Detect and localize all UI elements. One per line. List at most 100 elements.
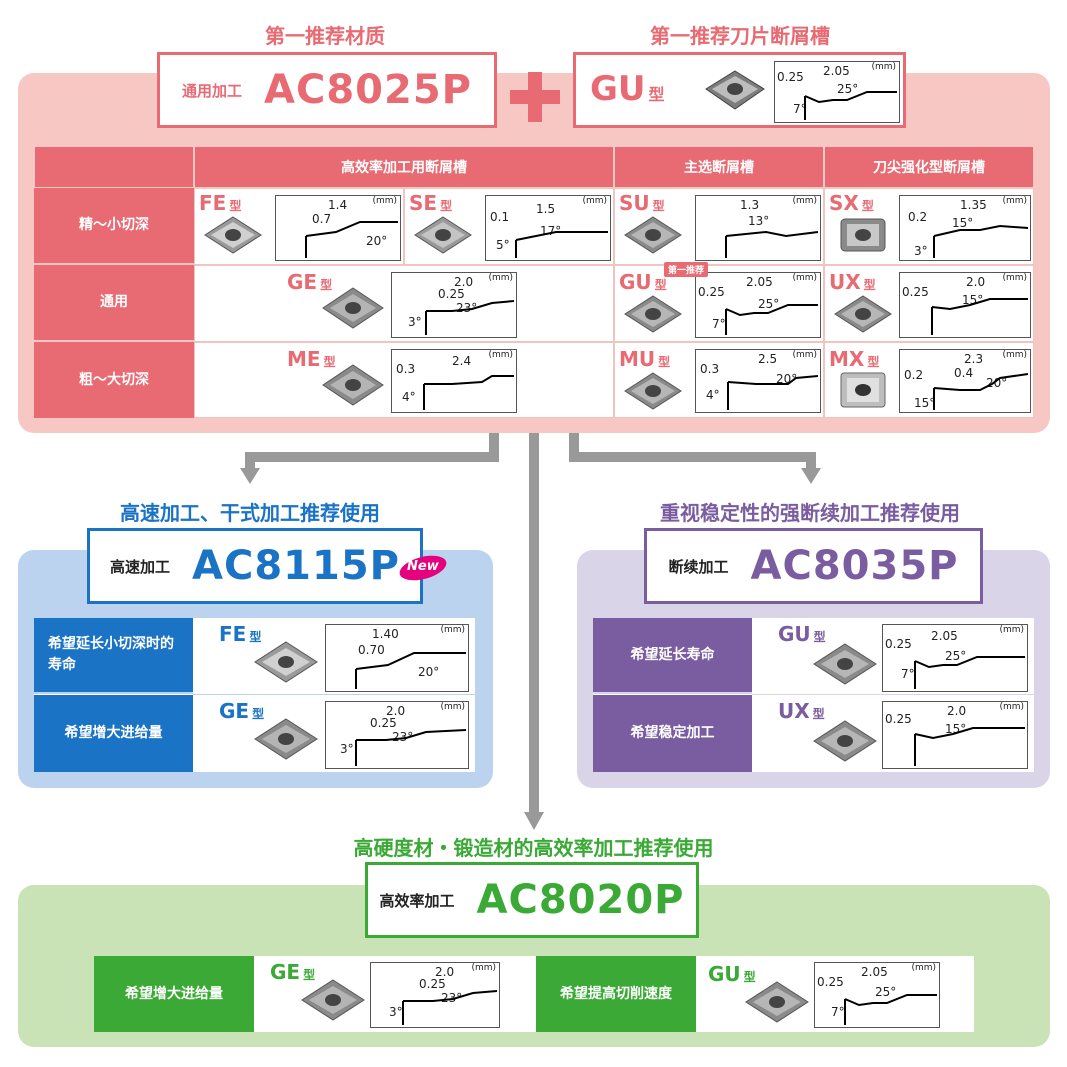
material-ac8025p-box: 通用加工 AC8025P	[157, 52, 497, 128]
blue-row-label-1: 希望延长小切深时的寿命	[34, 618, 193, 694]
material-code: AC8115P	[192, 543, 400, 589]
insert-icon	[745, 981, 809, 1023]
row-label-finish: 精～小切深	[34, 188, 194, 265]
insert-icon	[705, 70, 765, 110]
insert-icon	[813, 643, 877, 685]
blue-ge-profile: (mm) 2.0 0.25 23° 3°	[325, 701, 469, 769]
purple-row-label-1: 希望延长寿命	[593, 618, 752, 694]
row-label-general: 通用	[34, 265, 194, 342]
material-label: 通用加工	[182, 81, 243, 100]
green-row-label-1: 希望增大进给量	[94, 956, 254, 1032]
header-high-efficiency: 高效率加工用断屑槽	[194, 146, 614, 188]
insert-icon	[254, 641, 318, 683]
green-row-label-2: 希望提高切削速度	[536, 956, 696, 1032]
material-code: AC8025P	[264, 67, 472, 113]
first-recommend-badge: 第一推荐	[664, 262, 709, 277]
material-label: 高效率加工	[379, 891, 455, 910]
material-code: AC8020P	[476, 877, 685, 923]
table-corner	[34, 146, 194, 188]
insert-icon	[813, 720, 877, 762]
purple-gu-profile: (mm) 0.25 2.05 25° 7°	[882, 624, 1028, 692]
row-label-rough: 粗～大切深	[34, 342, 194, 418]
interrupted-heading: 重视稳定性的强断续加工推荐使用	[660, 501, 960, 525]
green-ge-profile: (mm) 2.0 0.25 23° 3°	[370, 962, 500, 1028]
material-label: 高速加工	[110, 557, 171, 576]
insert-icon	[624, 372, 682, 410]
insert-icon	[414, 216, 472, 254]
ge-profile: (mm) 2.0 0.25 23° 3°	[391, 272, 517, 338]
plus-icon	[510, 72, 560, 122]
blue-row-label-2: 希望增大进给量	[34, 695, 193, 772]
su-profile: (mm) 1.3 13°	[695, 195, 821, 261]
first-breaker-heading: 第一推荐刀片断屑槽	[650, 24, 830, 48]
insert-icon	[322, 364, 384, 406]
me-profile: (mm) 0.3 2.4 4°	[391, 349, 517, 413]
insert-icon	[624, 295, 682, 333]
gu-profile: (mm) 0.25 2.05 25° 7°	[695, 272, 821, 338]
purple-row-label-2: 希望稳定加工	[593, 695, 752, 772]
insert-icon	[624, 216, 682, 254]
material-label: 断续加工	[668, 557, 729, 576]
insert-icon	[834, 295, 892, 333]
insert-icon	[322, 287, 384, 329]
blue-fe-profile: (mm) 1.40 0.70 20°	[325, 624, 469, 692]
insert-icon	[840, 372, 886, 408]
insert-icon	[840, 218, 886, 252]
header-edge-strengthened: 刀尖强化型断屑槽	[824, 146, 1034, 188]
insert-icon	[301, 979, 365, 1021]
purple-ux-profile: (mm) 0.25 2.0 15°	[882, 701, 1028, 769]
new-badge: New	[398, 555, 448, 581]
se-profile: (mm) 0.1 1.5 17° 5°	[485, 195, 611, 261]
green-gu-profile: (mm) 0.25 2.05 25° 7°	[814, 962, 940, 1028]
header-main-breaker: 主选断屑槽	[614, 146, 824, 188]
sx-profile: (mm) 1.35 0.2 15° 3°	[899, 195, 1031, 261]
high-speed-heading: 高速加工、干式加工推荐使用	[120, 501, 380, 525]
material-code: AC8035P	[750, 543, 959, 589]
ux-profile: (mm) 0.25 2.0 15°	[899, 272, 1031, 338]
hardened-material-heading: 高硬度材・锻造材的高效率加工推荐使用	[353, 836, 714, 860]
mu-profile: (mm) 0.3 2.5 20° 4°	[695, 349, 821, 413]
material-ac8115p-box: 高速加工 AC8115P	[87, 528, 423, 604]
insert-icon	[254, 718, 318, 760]
material-ac8035p-box: 断续加工 AC8035P	[644, 528, 983, 604]
first-material-heading: 第一推荐材质	[265, 24, 385, 48]
top-gu-profile: (mm) 0.25 2.05 25° 7°	[774, 61, 900, 123]
material-ac8020p-box: 高效率加工 AC8020P	[365, 862, 699, 938]
